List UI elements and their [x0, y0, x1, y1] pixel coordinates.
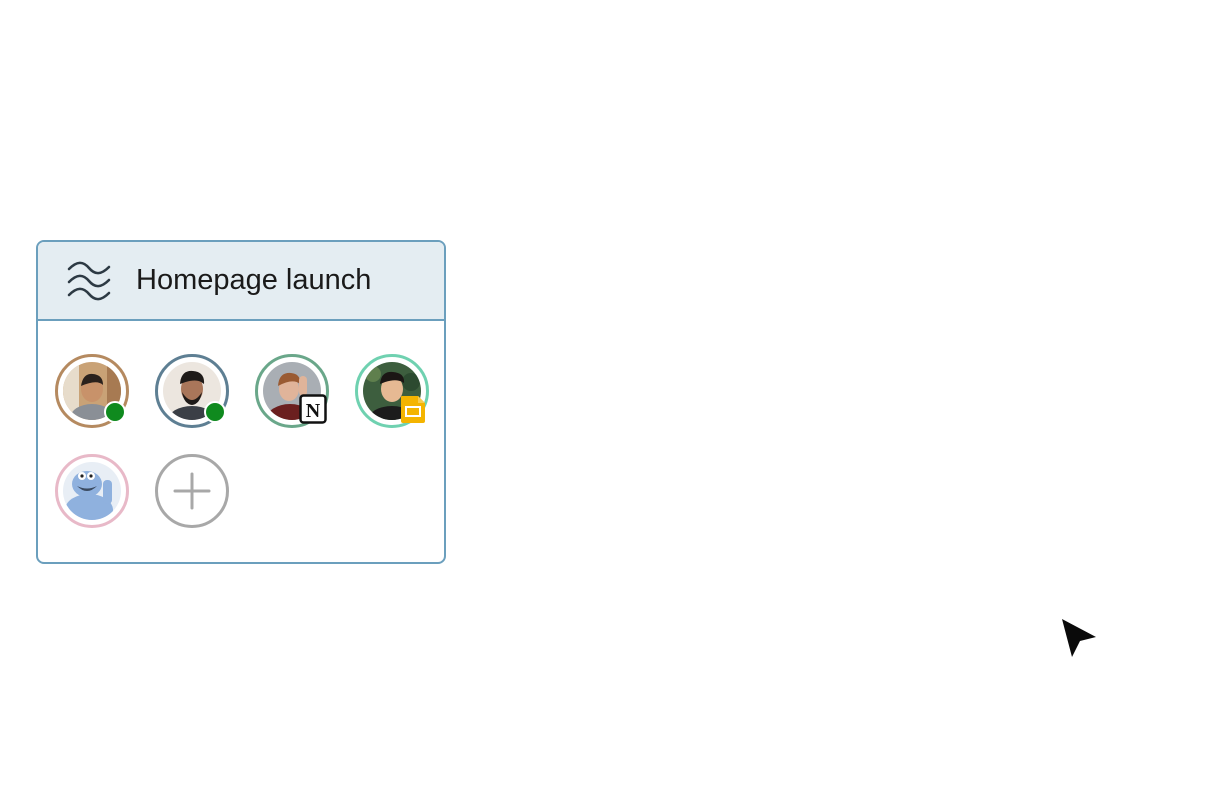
avatar-ring: [155, 454, 229, 528]
google-slides-icon: [401, 396, 425, 423]
member-avatar[interactable]: [55, 454, 129, 528]
avatar-ring: [255, 354, 329, 428]
notion-icon: N: [299, 394, 327, 424]
arrow-cursor-icon: [1062, 619, 1096, 657]
member-avatars: N: [55, 354, 429, 528]
online-status-dot: [204, 401, 226, 423]
member-avatar[interactable]: [155, 354, 229, 428]
member-avatar[interactable]: N: [255, 354, 329, 428]
workspace-card[interactable]: Homepage launch: [36, 240, 446, 564]
svg-text:N: N: [306, 400, 321, 422]
avatar-ring: [55, 454, 129, 528]
avatar-ring: [355, 354, 429, 428]
card-header[interactable]: Homepage launch: [38, 242, 444, 321]
member-avatar[interactable]: [55, 354, 129, 428]
plus-icon: [173, 472, 211, 510]
waves-icon: [67, 261, 111, 300]
member-avatar[interactable]: [355, 354, 429, 428]
card-title: Homepage launch: [136, 264, 372, 296]
avatar-photo: [63, 462, 121, 520]
avatar-ring: [55, 354, 129, 428]
avatar-ring: [155, 354, 229, 428]
online-status-dot: [104, 401, 126, 423]
add-member-button[interactable]: [155, 454, 229, 528]
